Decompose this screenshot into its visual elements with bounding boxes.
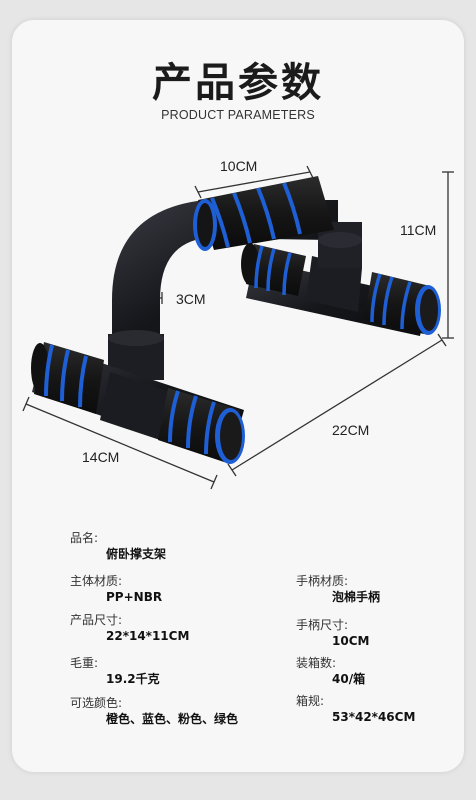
back-right-foam bbox=[364, 272, 441, 335]
spec-name: 品名: 俯卧撑支架 bbox=[70, 530, 166, 562]
top-handle-foam bbox=[193, 176, 334, 251]
spec-handle-size-value: 10CM bbox=[332, 634, 370, 648]
spec-size: 产品尺寸: 22*14*11CM bbox=[70, 612, 189, 644]
spec-name-label: 品名: bbox=[70, 531, 99, 545]
spec-packing-value: 40/箱 bbox=[332, 672, 366, 686]
back-base-bar bbox=[241, 243, 441, 336]
spec-colors: 可选颜色: 橙色、蓝色、粉色、绿色 bbox=[70, 695, 238, 727]
spec-material: 主体材质: PP+NBR bbox=[70, 573, 162, 605]
spec-weight-value: 19.2千克 bbox=[106, 672, 160, 686]
spec-weight: 毛重: 19.2千克 bbox=[70, 655, 160, 687]
page-title: 产品参数 bbox=[152, 60, 324, 106]
spec-material-label: 主体材质: bbox=[70, 574, 123, 588]
spec-carton-value: 53*42*46CM bbox=[332, 710, 416, 724]
spec-size-value: 22*14*11CM bbox=[106, 629, 190, 643]
spec-carton: 箱规: 53*42*46CM bbox=[296, 693, 415, 725]
spec-handle-material-label: 手柄材质: bbox=[296, 574, 349, 588]
back-left-foam bbox=[241, 243, 306, 296]
spec-name-value: 俯卧撑支架 bbox=[106, 547, 167, 561]
spec-packing: 装箱数: 40/箱 bbox=[296, 655, 365, 687]
spec-handle-size: 手柄尺寸: 10CM bbox=[296, 617, 369, 649]
dim-width: 14CM bbox=[82, 449, 120, 465]
dim-tube: 3CM bbox=[176, 291, 206, 307]
spec-material-value: PP+NBR bbox=[106, 590, 163, 604]
spec-packing-label: 装箱数: bbox=[296, 656, 337, 670]
spec-weight-label: 毛重: bbox=[70, 656, 99, 670]
spec-carton-label: 箱规: bbox=[296, 694, 325, 708]
front-base-bar bbox=[31, 342, 245, 464]
dim-height: 11CM bbox=[400, 222, 437, 238]
spec-handle-size-label: 手柄尺寸: bbox=[296, 618, 349, 632]
spec-handle-material-value: 泡棉手柄 bbox=[332, 590, 381, 604]
spec-colors-value: 橙色、蓝色、粉色、绿色 bbox=[106, 712, 239, 726]
page-subtitle: PRODUCT PARAMETERS bbox=[161, 108, 315, 122]
dim-top-length: 10CM bbox=[220, 158, 258, 174]
front-right-foam bbox=[158, 388, 245, 464]
dim-depth: 22CM bbox=[332, 422, 370, 438]
front-left-foam bbox=[31, 342, 104, 414]
spec-colors-label: 可选颜色: bbox=[70, 696, 123, 710]
spec-size-label: 产品尺寸: bbox=[70, 613, 123, 627]
spec-handle-material: 手柄材质: 泡棉手柄 bbox=[296, 573, 380, 605]
